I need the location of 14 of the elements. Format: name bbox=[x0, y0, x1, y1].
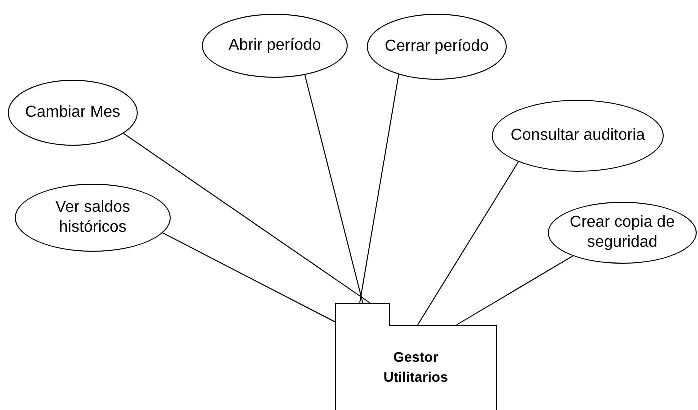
package-label: Gestor Utilitarios bbox=[382, 348, 450, 387]
use-case-ellipse: Abrir período bbox=[202, 14, 348, 78]
connector-line bbox=[123, 133, 370, 304]
connector-line bbox=[304, 74, 364, 304]
connector-line bbox=[360, 74, 400, 304]
use-case-ellipse: Ver saldos históricos bbox=[15, 184, 171, 252]
connector-line bbox=[456, 256, 574, 326]
use-case-ellipse: Cerrar período bbox=[367, 14, 507, 80]
connector-line bbox=[162, 232, 336, 322]
package-shape bbox=[335, 303, 497, 410]
use-case-ellipse: Consultar auditoria bbox=[492, 100, 664, 172]
connector-line bbox=[418, 162, 520, 326]
use-case-ellipse: Crear copia de seguridad bbox=[548, 202, 697, 264]
use-case-ellipse: Cambiar Mes bbox=[8, 80, 138, 146]
